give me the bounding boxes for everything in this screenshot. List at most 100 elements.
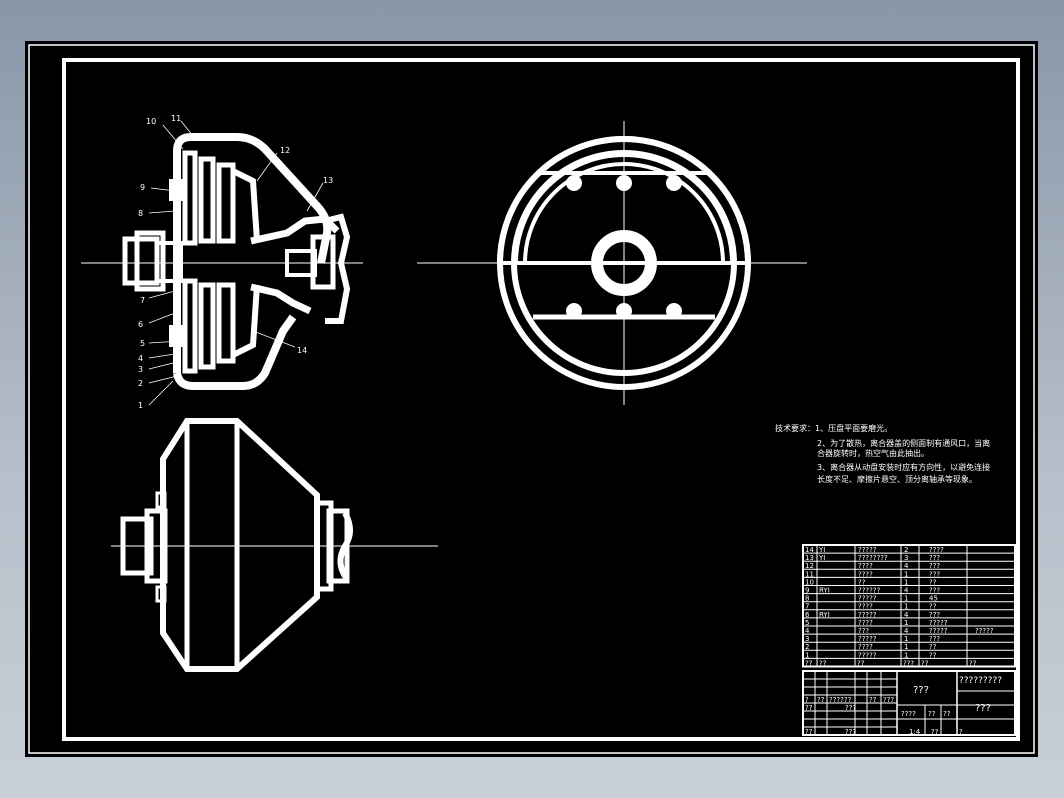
balloon-4: 4 (138, 354, 143, 363)
part-quantity: 1 (904, 651, 908, 659)
part-quantity: 1 (904, 603, 908, 611)
bottom-cell: ?? (805, 728, 813, 736)
design-cell: ?? (805, 704, 813, 712)
outer-frame (28, 44, 1035, 754)
part-number: 3 (805, 635, 809, 643)
part-number: 9 (805, 587, 809, 595)
parts-header-cell: ??? (903, 659, 914, 667)
part-number: 11 (805, 570, 814, 578)
scale-cell: ?? (928, 710, 936, 718)
parts-row: 3????? 1??? (805, 635, 940, 643)
part-name: ???? (858, 570, 873, 578)
notes-line2a: 2、为了散热，离合器盖的侧面制有通风口，当离 (817, 438, 990, 448)
parts-row: 7????1?? (805, 603, 937, 611)
balloon-7: 7 (140, 296, 145, 305)
part-note: ????? (975, 627, 994, 635)
part-number: 12 (805, 562, 814, 570)
part-number: 14 (805, 546, 814, 554)
parts-header-cell: ?? (805, 659, 813, 667)
sign-cell: ?????? (829, 696, 852, 704)
part-name: ????? (858, 611, 877, 619)
bottom-cell: ?? (931, 728, 939, 736)
parts-row: 2????1?? (805, 643, 937, 651)
part-material: ???? (929, 546, 944, 554)
part-material: 45 (929, 595, 938, 603)
notes-line3b: 长度不足、摩擦片悬空、顶分离轴承等现象。 (817, 474, 977, 484)
part-number: 7 (805, 603, 809, 611)
section-view (81, 120, 363, 406)
balloon-8: 8 (138, 209, 143, 218)
part-name: ????? (858, 595, 877, 603)
parts-header-cell: ?? (819, 659, 827, 667)
part-quantity: 1 (904, 570, 908, 578)
part-name: ???? (858, 643, 873, 651)
part-material: ?? (929, 603, 937, 611)
part-code: YI (818, 554, 825, 562)
balloon-1: 1 (138, 401, 143, 410)
part-number: 5 (805, 619, 809, 627)
part-material: ?? (929, 643, 937, 651)
part-number: 13 (805, 554, 814, 562)
scale-cell: ?? (943, 710, 951, 718)
part-number: 4 (805, 627, 810, 635)
clutch-assembly-drawing: 10 11 12 13 9 8 7 6 5 4 3 2 1 14 (28, 44, 1035, 754)
part-name: ???? (858, 619, 873, 627)
end-view (417, 121, 807, 405)
sign-cell: ? (805, 696, 809, 704)
part-quantity: 3 (904, 554, 908, 562)
part-material: ??? (929, 570, 940, 578)
part-quantity: 1 (904, 578, 908, 586)
balloon-5: 5 (140, 339, 145, 348)
part-material: ??? (929, 611, 940, 619)
part-number: 2 (805, 643, 809, 651)
parts-row: 13 YI???????? 3??? (805, 554, 940, 562)
part-quantity: 1 (904, 619, 908, 627)
parts-row: 10??1?? (805, 578, 937, 586)
sign-cell: ??? (883, 696, 894, 704)
part-number: 6 (805, 611, 810, 619)
balloon-13: 13 (323, 176, 333, 185)
parts-row: 11???? 1??? (805, 570, 940, 578)
part-code: YI (818, 546, 825, 554)
balloon-2: 2 (138, 379, 143, 388)
part-quantity: 4 (904, 587, 909, 595)
balloon-12: 12 (280, 146, 290, 155)
part-name: ?????? (858, 587, 881, 595)
part-material: ??? (929, 635, 940, 643)
notes-line2b: 合器旋转时，热空气由此抽出。 (817, 448, 929, 458)
part-quantity: 1 (904, 635, 908, 643)
balloon-14: 14 (297, 346, 307, 355)
part-name: ????? (858, 635, 877, 643)
parts-row: 12????4??? (805, 562, 940, 570)
side-view (111, 418, 438, 672)
notes-heading: 技术要求：1、压盘平面要磨光。 (775, 423, 892, 433)
part-name: ????? (858, 651, 877, 659)
balloon-labels: 10 11 12 13 9 8 7 6 5 4 3 2 1 14 (138, 114, 333, 410)
part-material: ??? (929, 562, 940, 570)
bottom-cell: ??? (845, 728, 856, 736)
bottom-cell: ? (959, 728, 963, 736)
cad-viewport[interactable]: 10 11 12 13 9 8 7 6 5 4 3 2 1 14 (25, 41, 1038, 757)
part-code: RYI (819, 611, 830, 619)
part-material: ??? (929, 554, 940, 562)
part-quantity: 4 (904, 627, 909, 635)
drawing-name: ??? (913, 685, 929, 696)
part-material: ??? (929, 587, 940, 595)
part-number: 8 (805, 595, 809, 603)
part-quantity: 4 (904, 562, 909, 570)
drawing-number: ??? (975, 703, 991, 714)
title-block: ????????????????????????????????????????… (802, 670, 1016, 736)
sign-cell: ?? (869, 696, 877, 704)
design-cell: ??? (845, 704, 856, 712)
balloon-6: 6 (138, 320, 143, 329)
school-name: ????????? (959, 676, 1002, 686)
part-name: ???????? (858, 554, 888, 562)
balloon-9: 9 (140, 183, 145, 192)
notes-line3a: 3、离合器从动盘安装时应有方向性，以避免连接 (817, 462, 990, 472)
parts-header-cell: ?? (857, 659, 865, 667)
part-material: ????? (929, 627, 948, 635)
